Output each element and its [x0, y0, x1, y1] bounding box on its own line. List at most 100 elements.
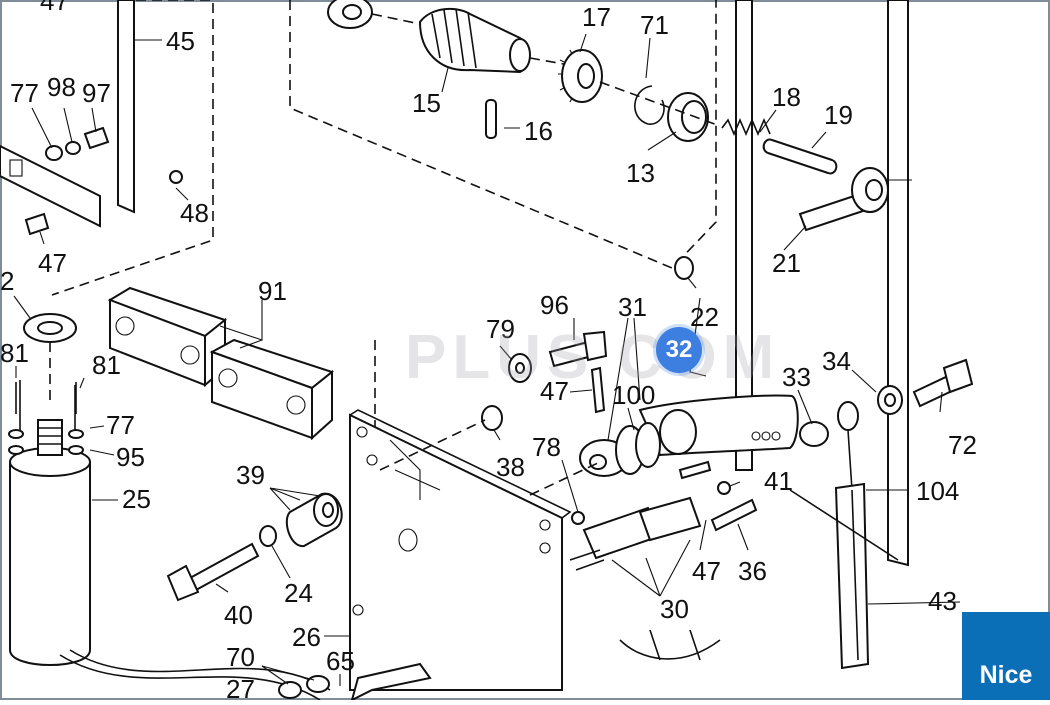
label-21: 21: [772, 248, 801, 278]
spacer-33: [799, 421, 829, 447]
nut-13: [667, 92, 709, 142]
bushing-39: [285, 492, 343, 547]
label-39: 39: [236, 460, 265, 490]
label-47-mid: 47: [540, 376, 569, 406]
callout-labels: 47 45 77 98 97 48 47 2 81 81 77 95 25 17…: [0, 0, 977, 704]
left-group-outline: [51, 0, 214, 296]
label-47-low: 47: [692, 556, 721, 586]
pulley-top: [327, 0, 373, 29]
label-47-left: 47: [38, 248, 67, 278]
bar-45: [117, 0, 135, 214]
label-95: 95: [116, 442, 145, 472]
turnbuckle-104: [789, 401, 899, 670]
brand-logo: Nice: [962, 612, 1050, 700]
washer-24: [259, 525, 277, 547]
shaft-21: [798, 167, 912, 232]
label-77-mid: 77: [106, 410, 135, 440]
screw-36: [710, 498, 758, 532]
label-38: 38: [496, 452, 525, 482]
leader-lines: [13, 33, 961, 686]
small-screws-left: [8, 382, 84, 455]
label-47-top: 47: [40, 0, 69, 16]
label-2: 2: [0, 266, 14, 296]
nut-38: [481, 405, 503, 431]
label-41: 41: [764, 466, 793, 496]
axis-line-4: [379, 419, 486, 471]
part-32-hotspot-button[interactable]: 32: [656, 327, 702, 373]
label-30: 30: [660, 594, 689, 624]
label-81: 81: [92, 350, 121, 380]
pin-19: [762, 138, 838, 175]
label-40: 40: [224, 600, 253, 630]
label-33: 33: [782, 362, 811, 392]
label-15: 15: [412, 88, 441, 118]
label-97: 97: [82, 78, 111, 108]
label-16: 16: [524, 116, 553, 146]
bolt-40: [166, 542, 260, 602]
label-25: 25: [122, 484, 151, 514]
gear-group-outline: [289, 0, 717, 269]
label-45: 45: [166, 26, 195, 56]
screw-47-mid: [590, 366, 606, 414]
washer-79: [508, 353, 532, 383]
washer-34: [877, 385, 903, 415]
label-36: 36: [738, 556, 767, 586]
circlip-71: [634, 85, 665, 125]
label-81-left: 81: [0, 338, 29, 368]
label-19: 19: [824, 100, 853, 130]
label-104: 104: [916, 476, 959, 506]
label-91: 91: [258, 276, 287, 306]
mounting-plate-26: [349, 409, 572, 691]
label-98: 98: [47, 72, 76, 102]
label-17: 17: [582, 2, 611, 32]
plate-bracket: [0, 126, 183, 236]
label-96: 96: [540, 290, 569, 320]
label-43: 43: [928, 586, 957, 616]
seal-2: [23, 313, 77, 400]
control-box-1: [107, 286, 228, 388]
worm-shaft-15: [418, 7, 531, 74]
label-78: 78: [532, 432, 561, 462]
lever-bracket-32: [638, 394, 799, 457]
nut-70-a: [278, 681, 302, 699]
nut-41: [717, 481, 731, 495]
switch-assembly-30: [569, 496, 721, 661]
cam-assembly: [579, 422, 661, 477]
label-72: 72: [948, 430, 977, 460]
motor-25: [9, 380, 331, 701]
vertical-rail-left: [735, 0, 753, 471]
spring-18: [721, 117, 771, 137]
label-65: 65: [326, 646, 355, 676]
label-18: 18: [772, 82, 801, 112]
axis-line-3: [599, 81, 721, 127]
axis-line-1: [371, 13, 421, 25]
nut-70-b: [306, 675, 330, 693]
label-77-top: 77: [10, 78, 39, 108]
screw-47-low: [678, 460, 712, 480]
bolt-72: [912, 358, 974, 408]
washer-22: [674, 256, 694, 280]
label-34: 34: [822, 346, 851, 376]
vertical-rail-right: [887, 0, 909, 567]
label-70: 70: [226, 642, 255, 672]
label-31: 31: [618, 292, 647, 322]
bolt-96: [548, 330, 608, 368]
gear-17: [558, 49, 603, 103]
cable-guide-65: [350, 662, 432, 702]
label-79: 79: [486, 314, 515, 344]
watermark-text: PLUS COM: [405, 323, 781, 392]
nut-78: [571, 511, 585, 525]
label-48: 48: [180, 198, 209, 228]
label-26: 26: [292, 622, 321, 652]
axis-line-5: [529, 461, 601, 496]
label-100: 100: [612, 380, 655, 410]
control-box-2: [209, 338, 335, 441]
label-27: 27: [226, 674, 255, 700]
label-13: 13: [626, 158, 655, 188]
label-24: 24: [284, 578, 313, 608]
label-22: 22: [690, 302, 719, 332]
pin-16: [485, 99, 497, 139]
